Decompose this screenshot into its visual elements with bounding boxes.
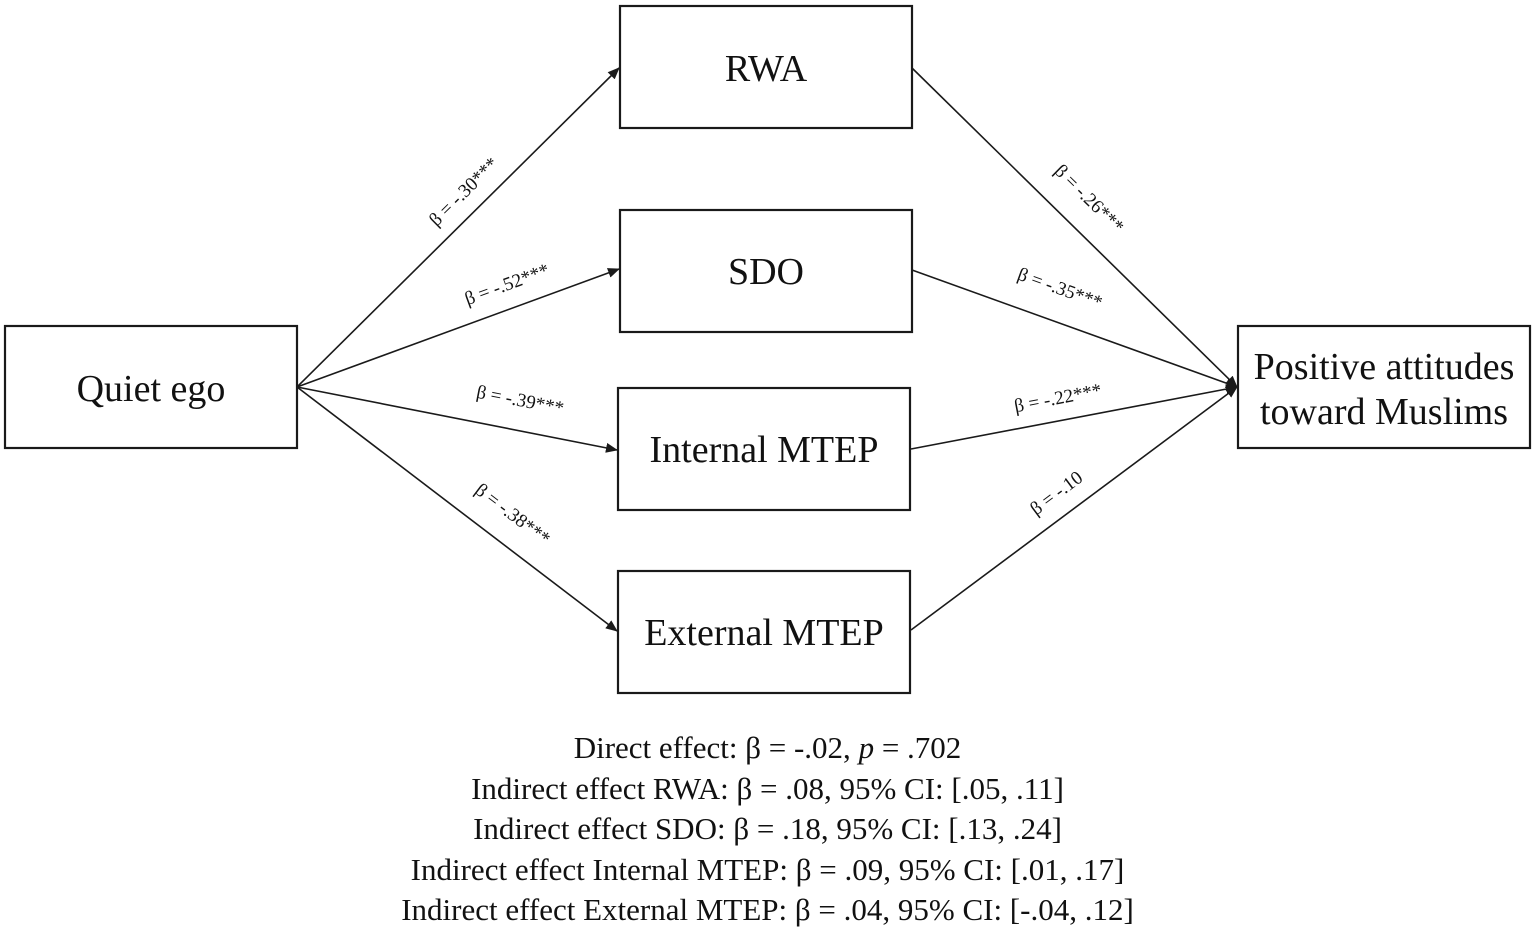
node-outcome-label-line2: toward Muslims [1260,391,1508,433]
coef-rwa-to-outcome: β = -.26*** [1050,161,1128,238]
edge-sdo-to-outcome [911,269,1238,388]
node-external-mtep-label: External MTEP [644,612,884,654]
edge-rwa-to-outcome [911,67,1238,388]
coef-quiet-ego-to-external-mtep: β = -.38*** [471,479,554,549]
direct-effect-suffix: = .702 [874,730,962,765]
coef-sdo-to-outcome: β = -.35*** [1015,264,1105,314]
node-sdo: SDO [618,208,914,334]
node-quiet-ego-label: Quiet ego [77,368,226,410]
direct-effect-p-symbol: p [858,730,875,765]
edge-quiet-ego-to-sdo [296,268,620,388]
edge-internal-mtep-to-outcome [910,384,1238,450]
coef-quiet-ego-to-internal-mtep: β = -.39*** [475,382,566,420]
node-internal-mtep: Internal MTEP [616,386,912,512]
node-outcome-label-line1: Positive attitudes [1254,346,1515,388]
node-outcome: Positive attitudes toward Muslims [1236,324,1532,450]
coef-quiet-ego-to-sdo: β = -.52*** [462,260,552,310]
effects-summary: Direct effect: β = -.02, p = .702 Indire… [0,728,1535,931]
edge-quiet-ego-to-internal-mtep [296,386,618,453]
indirect-effect-internal-mtep: Indirect effect Internal MTEP: β = .09, … [410,851,1125,887]
indirect-effect-rwa: Indirect effect RWA: β = .08, 95% CI: [.… [471,770,1064,806]
coef-external-mtep-to-outcome: β = -.10 [1026,467,1087,520]
direct-effect-line: Direct effect: β = -.02, p = .702 [0,728,1535,769]
direct-effect-prefix: Direct effect: β = -.02, [573,730,859,765]
indirect-effect-sdo: Indirect effect SDO: β = .18, 95% CI: [.… [473,811,1062,846]
node-rwa-label: RWA [725,48,808,90]
coef-quiet-ego-to-rwa: β = -.30*** [425,154,503,231]
node-quiet-ego: Quiet ego [3,324,299,450]
node-sdo-label: SDO [728,251,804,293]
node-external-mtep: External MTEP [616,569,912,695]
coef-internal-mtep-to-outcome: β = -.22*** [1013,380,1104,417]
edge-quiet-ego-to-rwa [296,67,620,388]
node-internal-mtep-label: Internal MTEP [649,429,878,471]
edge-external-mtep-to-outcome [910,386,1238,631]
edge-quiet-ego-to-external-mtep [296,386,618,632]
indirect-effect-external-mtep: Indirect effect External MTEP: β = .04, … [401,892,1134,927]
node-rwa: RWA [618,4,914,130]
